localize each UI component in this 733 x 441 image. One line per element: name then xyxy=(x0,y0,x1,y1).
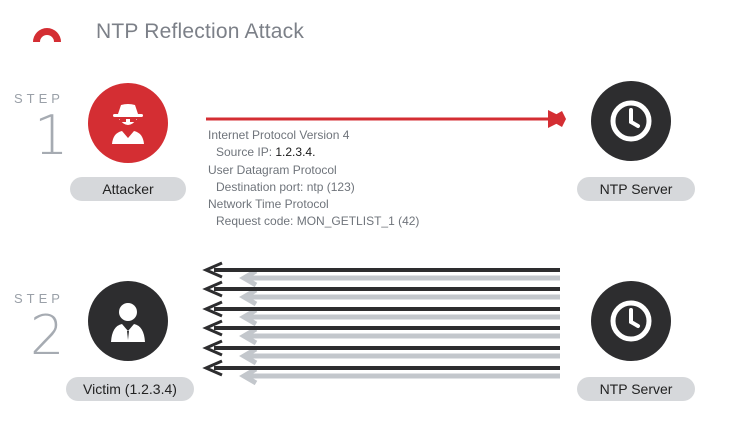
source-ip-row: Source IP: 1.2.3.4. xyxy=(208,144,419,161)
ntp-server-label-2: NTP Server xyxy=(577,377,695,401)
destination-port: Destination port: ntp (123) xyxy=(216,179,355,194)
ntp-server-node-1 xyxy=(591,81,671,161)
step-2-word: STEP xyxy=(14,291,64,306)
victim-label: Victim (1.2.3.4) xyxy=(66,377,194,401)
clock-icon xyxy=(610,300,652,342)
spy-icon xyxy=(112,104,144,144)
user-icon xyxy=(111,303,145,342)
response-arrow-shadow xyxy=(239,346,560,366)
step-1-word: STEP xyxy=(14,91,64,106)
packet-details: Internet Protocol Version 4 Source IP: 1… xyxy=(208,127,419,231)
response-arrow-shadow xyxy=(239,366,560,386)
ntp-server-node-2 xyxy=(591,281,671,361)
ip-header: Internet Protocol Version 4 xyxy=(208,128,350,142)
request-code: Request code: MON_GETLIST_1 (42) xyxy=(216,214,420,229)
response-arrowhead xyxy=(202,359,223,377)
response-arrowhead xyxy=(202,339,223,357)
step-2-number: 2 xyxy=(30,304,65,367)
response-arrowhead xyxy=(202,280,223,298)
response-arrowhead xyxy=(202,300,223,318)
response-arrow-shadow xyxy=(239,307,560,327)
page-title: NTP Reflection Attack xyxy=(96,20,305,43)
source-ip-value: 1.2.3.4. xyxy=(275,145,316,160)
attacker-node xyxy=(88,83,168,163)
ntp-server-label-1: NTP Server xyxy=(577,177,695,201)
clock-icon xyxy=(610,100,652,142)
response-arrowhead xyxy=(202,319,223,337)
ntp-header: Network Time Protocol xyxy=(208,197,329,212)
response-arrows xyxy=(202,261,560,386)
victim-node xyxy=(88,281,168,361)
cloudflare-logo-icon xyxy=(33,28,61,42)
response-arrowhead xyxy=(202,261,223,279)
attacker-label: Attacker xyxy=(70,177,186,201)
response-arrow-shadow xyxy=(239,268,560,288)
response-arrow-shadow xyxy=(239,287,560,307)
response-arrow-shadow xyxy=(239,326,560,346)
udp-header: User Datagram Protocol xyxy=(208,162,337,177)
step-1-number: 1 xyxy=(34,104,69,167)
source-ip-label: Source IP: xyxy=(216,145,273,160)
